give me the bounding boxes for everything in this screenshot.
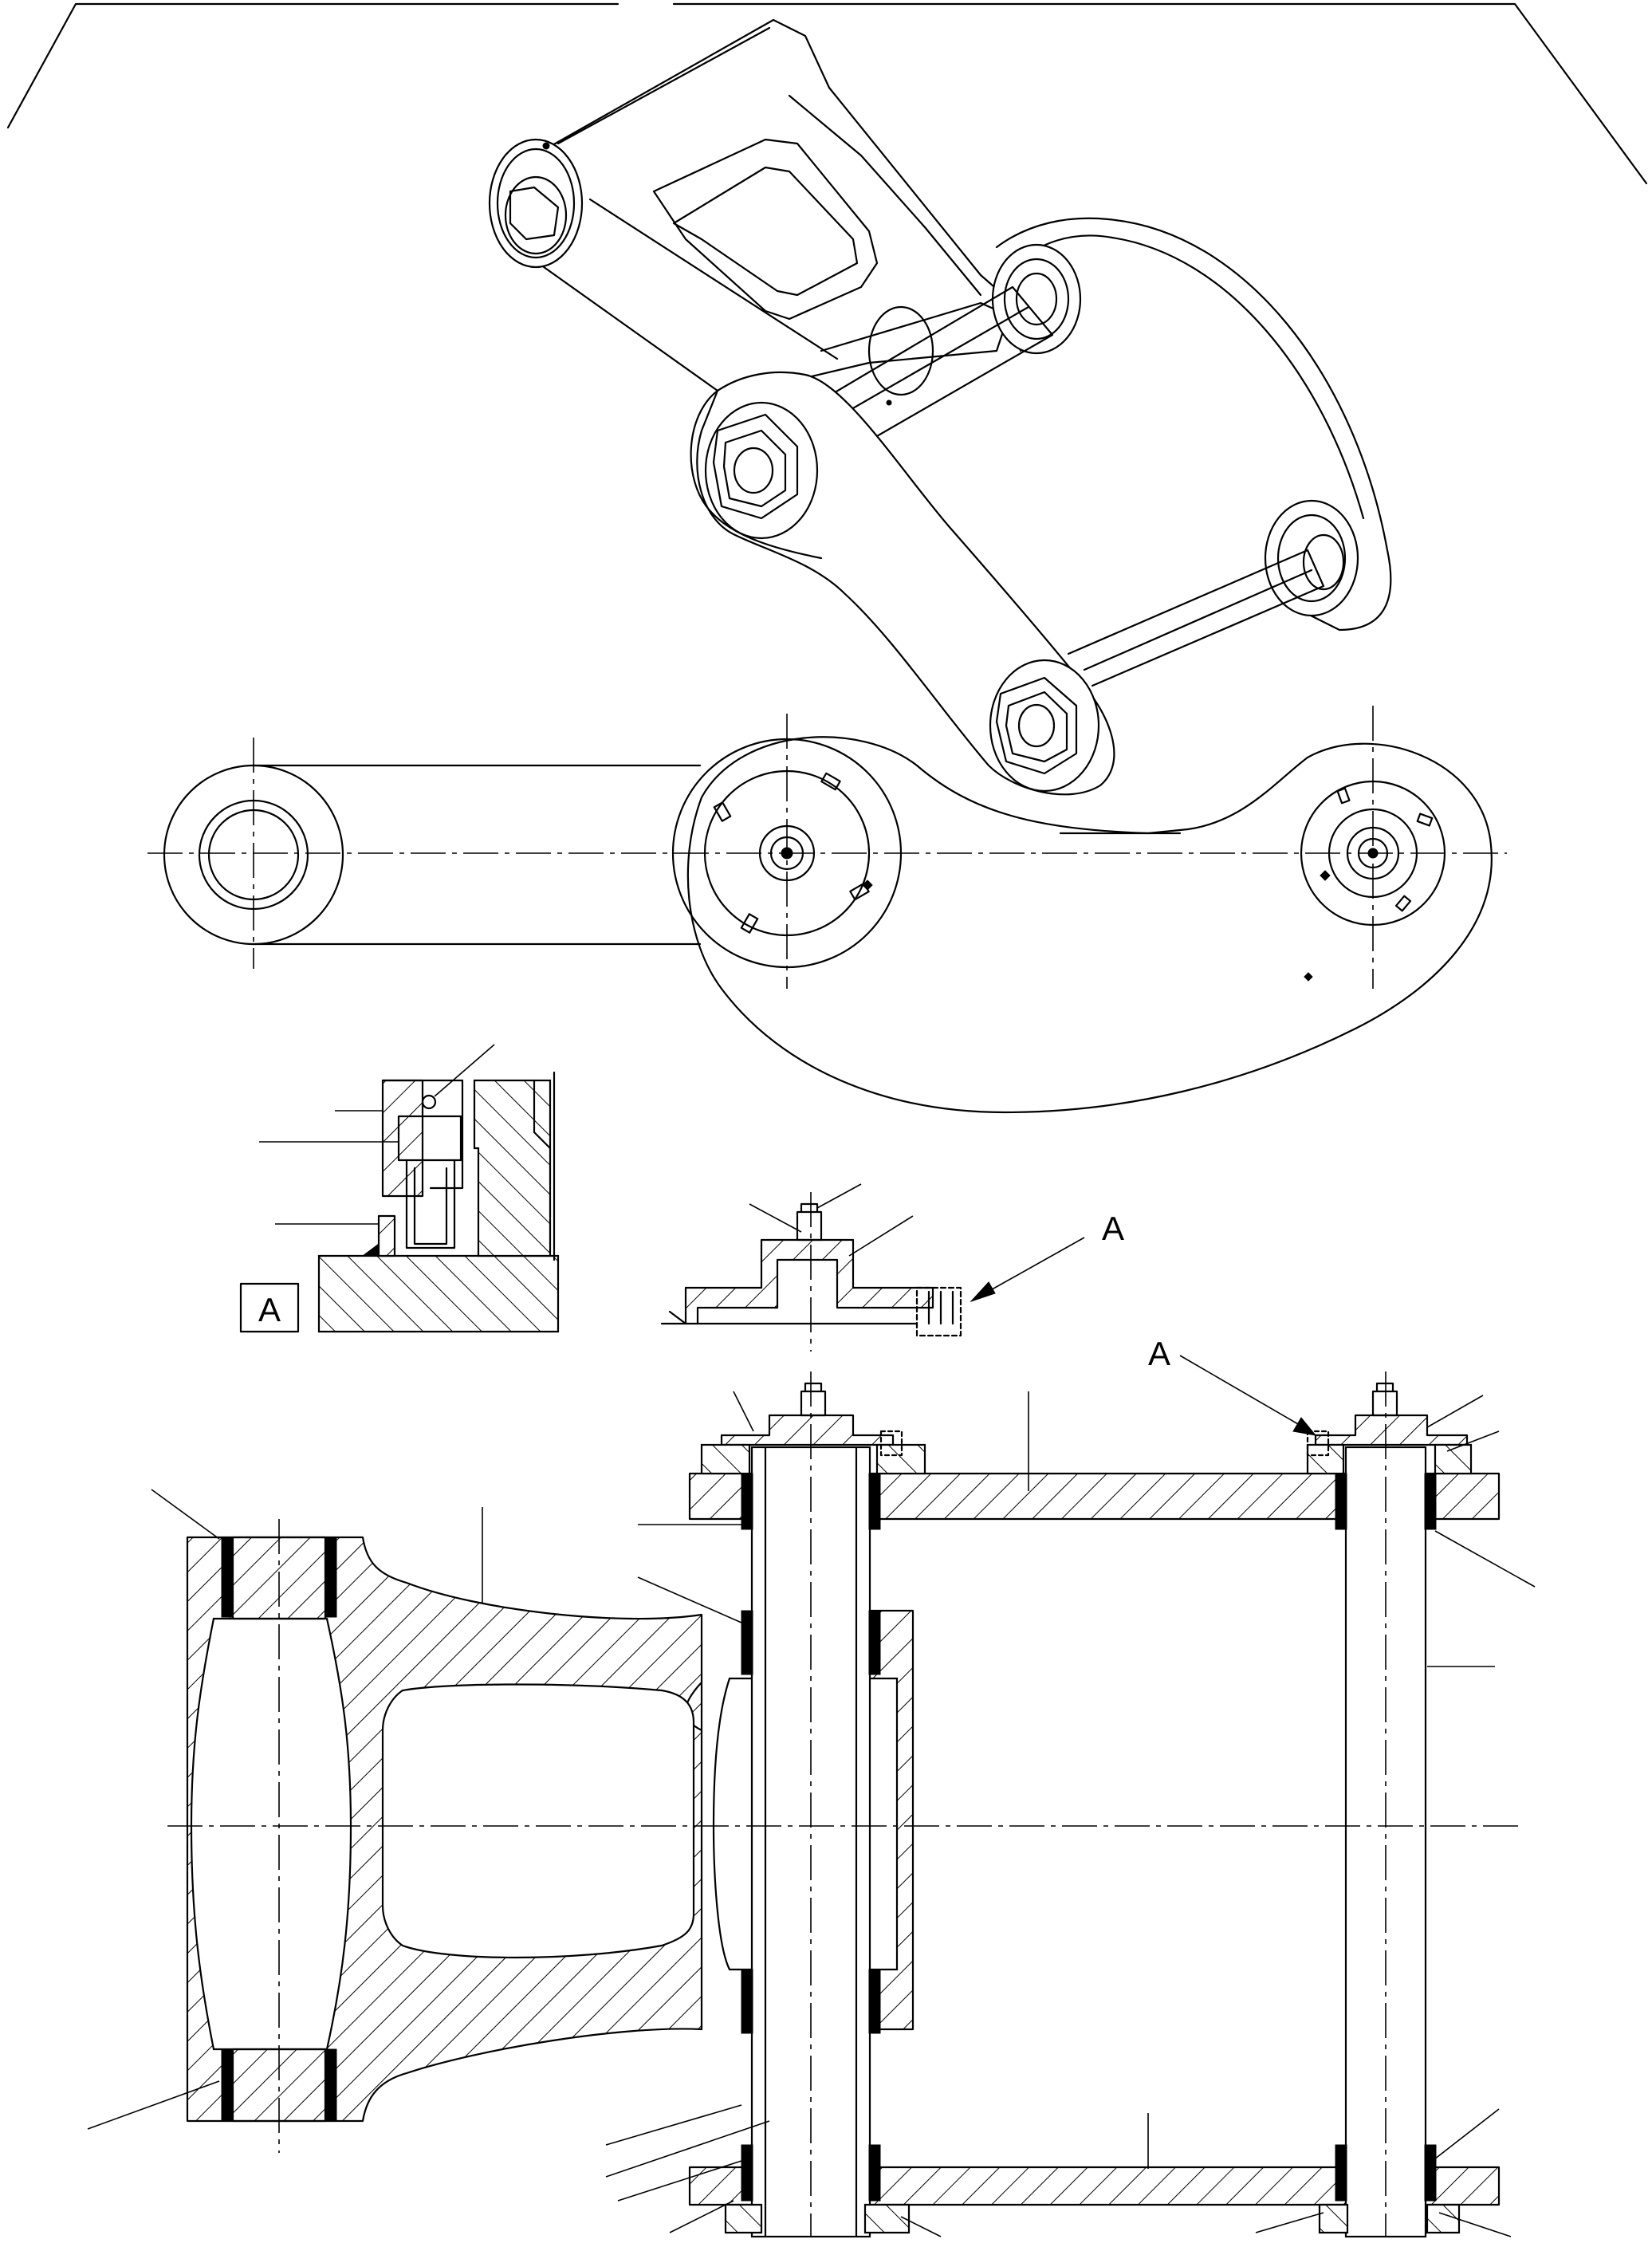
plan-view <box>148 706 1507 1114</box>
isometric-view <box>488 18 1392 796</box>
iso-front-plate <box>690 371 1115 796</box>
frame-lines <box>6 2 1648 185</box>
iso-rear-plate <box>991 217 1392 632</box>
iso-cross-tubes <box>796 285 1325 687</box>
detail-a-label-box <box>239 1282 300 1333</box>
iso-link-arm <box>488 18 1022 400</box>
section-callout-a-2: A <box>1148 1335 1170 1372</box>
main-section-view: A <box>87 1335 1536 2238</box>
section-callout-a-1: A <box>1102 1210 1124 1247</box>
detail-a-label: A <box>258 1291 281 1328</box>
detail-a-view: A <box>239 1044 560 1333</box>
lock-tabs <box>713 772 1434 982</box>
leader-lines <box>87 1391 1536 2237</box>
cover-section-view: A <box>660 1183 1124 1352</box>
